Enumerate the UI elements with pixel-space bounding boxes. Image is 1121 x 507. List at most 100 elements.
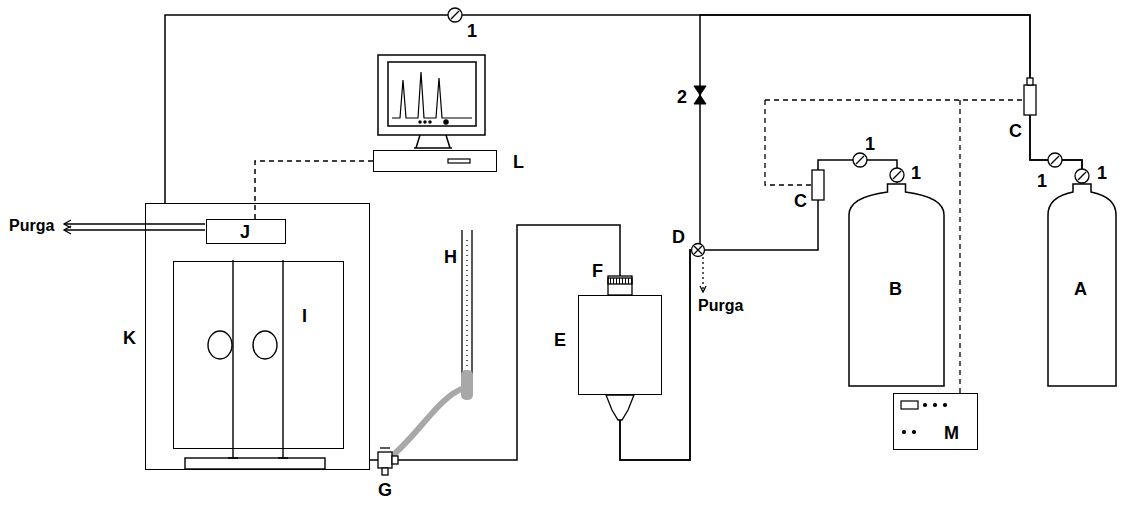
chamber-housing: KJI: [145, 203, 370, 470]
manometer-tube: [466, 240, 467, 368]
check-valve: [694, 95, 706, 104]
node-letter: A: [1074, 280, 1087, 298]
needle-valve: [382, 468, 388, 475]
hose: [392, 388, 464, 456]
vessel-nozzle: [606, 395, 634, 420]
vessel-nozzle: [606, 395, 634, 420]
double-door-chamber: I: [173, 261, 344, 449]
needle-valve: [380, 447, 390, 448]
callout-number: 1: [466, 22, 478, 40]
three-way-valve: [694, 246, 702, 254]
node-letter: I: [302, 307, 307, 325]
chamber-doors: [185, 260, 325, 469]
purge-outlet: [64, 220, 71, 234]
needle-valve: [378, 452, 392, 468]
pressure-gauge: [451, 11, 459, 19]
flow-control-unit: M: [893, 393, 978, 450]
purge-outlet: [700, 257, 706, 292]
pressure-gauge: [853, 153, 867, 167]
monitor: [414, 135, 452, 148]
data-cable: [255, 161, 373, 219]
gas-line: [620, 15, 1082, 460]
callout-letter: C: [793, 192, 808, 210]
gas-cylinder: B: [848, 183, 945, 387]
signal-wire: [765, 100, 1024, 393]
flow-controller: [812, 170, 824, 200]
purge-outlet: [64, 220, 205, 234]
pressure-gauge: [448, 8, 1089, 183]
monitor: [429, 121, 431, 123]
node-letter: M: [944, 424, 959, 442]
vessel-cap: [608, 276, 632, 295]
cylinder-outline: [1048, 184, 1116, 386]
pressure-gauge: [893, 171, 901, 179]
callout-number: 1: [1036, 172, 1048, 190]
pressure-gauge: [1051, 156, 1059, 164]
hose: [392, 370, 473, 456]
gas-cylinder: A: [1047, 183, 1117, 387]
callout-letter: F: [591, 262, 604, 280]
check-valve: [694, 86, 706, 95]
monitor: [424, 121, 426, 123]
node-letter: B: [889, 280, 902, 298]
controller-panel: [901, 401, 947, 434]
node-letter: J: [240, 223, 250, 241]
flow-controller: [1027, 78, 1033, 85]
monitor: [448, 159, 470, 163]
sensor-box: J: [206, 219, 286, 244]
controller-panel: [944, 404, 947, 407]
callout-number: 1: [864, 135, 876, 153]
chamber-doors: [253, 331, 277, 359]
callout-letter: G: [377, 481, 393, 499]
callout-number: 1: [1096, 164, 1108, 182]
saturator-vessel: E: [578, 295, 662, 395]
callout-letter: C: [1008, 122, 1023, 140]
pressure-gauge: [890, 168, 904, 182]
callout-number: 1: [910, 164, 922, 182]
node-letter: L: [513, 153, 524, 171]
monitor: [388, 62, 476, 126]
pressure-gauge: [448, 8, 462, 22]
purge-outlet: [64, 224, 205, 230]
check-valve: [694, 86, 706, 104]
controller-panel: [934, 404, 937, 407]
node-letter: K: [123, 329, 136, 347]
purge-label: Purga: [8, 218, 55, 234]
controller-panel: [913, 431, 916, 434]
controller-panel: [903, 431, 906, 434]
flow-controller: [1024, 85, 1036, 115]
vessel-cap: [608, 276, 632, 295]
pressure-gauge: [1078, 172, 1086, 180]
needle-valve: [378, 448, 398, 475]
monitor: [378, 55, 485, 135]
monitor: [444, 120, 448, 124]
pressure-gauge: [856, 156, 864, 164]
three-way-valve: [692, 244, 705, 257]
monitor: [378, 55, 485, 163]
chamber-doors: [208, 331, 232, 359]
gas-line: [370, 225, 620, 460]
monitor: [392, 72, 472, 118]
manometer-tube: [462, 230, 472, 380]
vessel-cap: [608, 278, 632, 284]
hose: [461, 370, 473, 400]
node-letter: E: [554, 331, 566, 349]
purge-outlet: [702, 257, 703, 291]
purge-label: Purga: [697, 298, 744, 314]
three-way-valve: [692, 244, 705, 257]
chamber-doors: [233, 260, 283, 445]
monitor: [419, 121, 421, 123]
callout-number: 2: [676, 88, 688, 106]
callout-letter: D: [671, 228, 686, 246]
chamber-doors: [228, 445, 288, 458]
signal-wire: [765, 100, 1024, 393]
callout-letter: H: [443, 248, 458, 266]
controller-panel: [924, 404, 927, 407]
pressure-gauge: [1075, 169, 1089, 183]
gas-line: [165, 15, 1082, 203]
controller-panel: [901, 401, 918, 409]
purge-outlet: [700, 286, 706, 292]
flow-controller: [812, 78, 1036, 200]
manometer-tube: [462, 230, 472, 380]
